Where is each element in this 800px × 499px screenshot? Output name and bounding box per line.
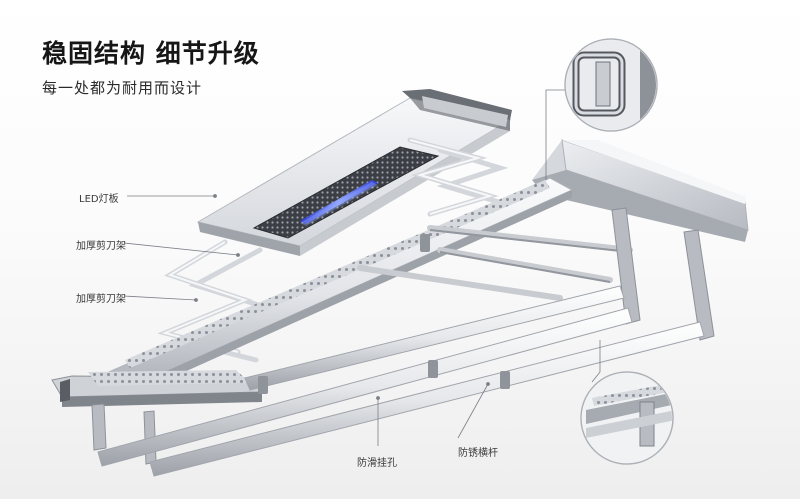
leader-arm-1 xyxy=(123,242,239,256)
led-strip xyxy=(300,180,378,224)
zoom-detail-top xyxy=(564,38,658,132)
page-subtitle: 每一处都为耐用而设计 xyxy=(42,79,203,97)
callout-anti-rust-rod: 防锈横杆 xyxy=(458,448,498,459)
left-base-tray xyxy=(51,370,264,407)
led-panel-box xyxy=(196,89,512,256)
leader-rod xyxy=(457,383,489,439)
page-title: 稳固结构 细节升级 xyxy=(42,39,260,68)
callout-scissor-arm-2: 加厚剪刀架 xyxy=(76,294,126,305)
leader-zoom-top xyxy=(545,89,566,180)
zoom-detail-bottom xyxy=(580,371,674,465)
leader-zoom-bottom xyxy=(591,340,601,383)
hanging-rods xyxy=(97,234,705,477)
callout-anti-slip-holes: 防滑挂孔 xyxy=(357,458,397,469)
leader-arm-2 xyxy=(123,295,197,301)
callout-led-panel: LED灯板 xyxy=(79,194,119,205)
callout-scissor-arm-1: 加厚剪刀架 xyxy=(76,241,126,252)
motor-housing xyxy=(532,139,749,242)
hanger-bars xyxy=(357,225,633,301)
support-legs xyxy=(91,207,715,465)
